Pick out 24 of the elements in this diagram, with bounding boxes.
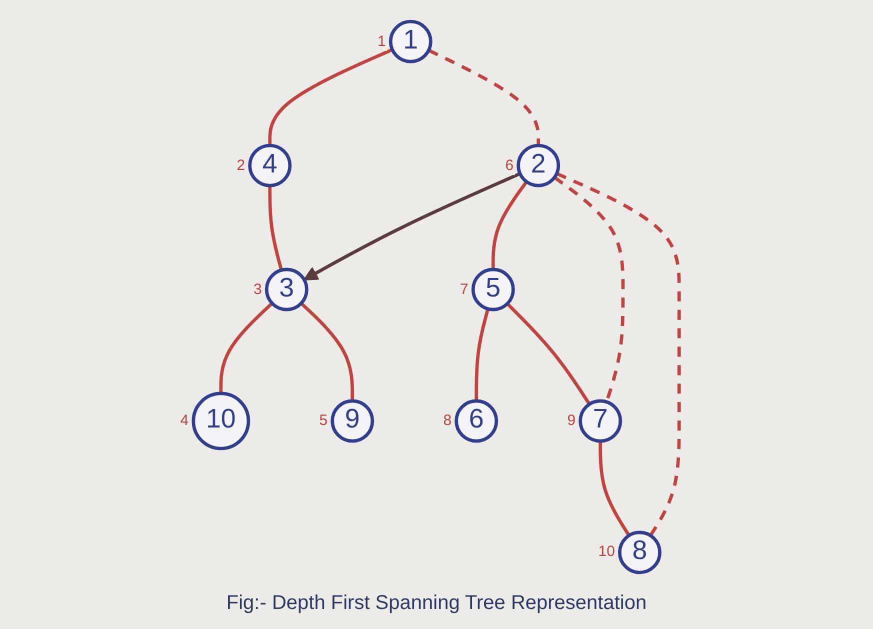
connector xyxy=(598,441,631,536)
connector xyxy=(556,172,682,536)
node-circle: 10 xyxy=(192,392,250,450)
caption: Fig:- Depth First Spanning Tree Representation xyxy=(226,591,647,616)
connector xyxy=(268,48,394,146)
connector xyxy=(300,302,354,401)
node-circle: 5 xyxy=(472,268,516,312)
node-circle: 3 xyxy=(265,268,309,312)
node-circle: 6 xyxy=(454,399,498,443)
order-number: 1 xyxy=(376,32,387,51)
connector xyxy=(219,302,274,394)
connector xyxy=(492,180,528,270)
node-circle: 8 xyxy=(618,530,662,574)
connector xyxy=(506,302,592,406)
node-circle: 1 xyxy=(389,20,433,64)
node-circle: 9 xyxy=(330,399,374,443)
arrow xyxy=(304,172,521,280)
order-number: 6 xyxy=(504,156,515,175)
node-circle: 2 xyxy=(516,144,560,188)
node-circle: 7 xyxy=(578,399,622,443)
connector xyxy=(474,308,490,401)
node-circle: 4 xyxy=(248,144,292,188)
connector xyxy=(268,186,284,271)
connector xyxy=(428,48,540,146)
